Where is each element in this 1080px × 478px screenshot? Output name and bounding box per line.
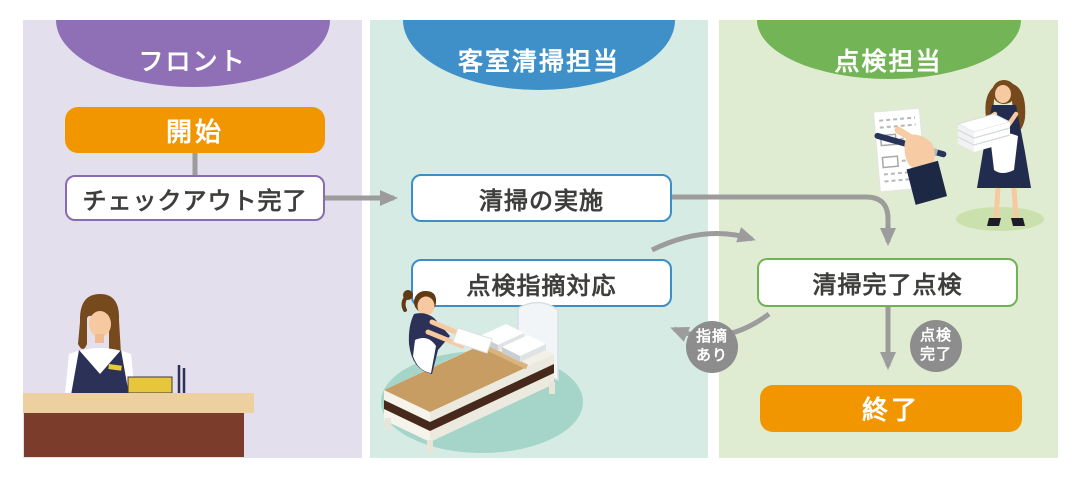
inspector-figure: [956, 80, 1031, 226]
start-node: 開始: [65, 107, 325, 153]
housekeeper-figure: [401, 290, 493, 374]
do-cleaning-node: 清掃の実施: [411, 174, 672, 222]
edge-label-issue-found-line1: 指摘: [695, 328, 728, 346]
bed: [384, 301, 559, 453]
checkout-complete-node: チェックアウト完了: [65, 175, 325, 221]
lane-inspection-title: 点検担当: [834, 48, 943, 76]
edge-label-issue-found: 指摘 あり: [686, 321, 738, 373]
edge-label-inspection-complete: 点検 完了: [910, 320, 962, 372]
edge-label-inspection-complete-line1: 点検: [919, 327, 952, 345]
inspector-illustration: [872, 80, 1044, 231]
towel-stack: [956, 113, 1012, 152]
lane-front-title: フロント: [138, 48, 247, 76]
housekeeper-bed-illustration: [381, 290, 583, 453]
end-node: 終了: [760, 385, 1022, 432]
final-inspection-node: 清掃完了点検: [757, 258, 1018, 307]
edge-label-issue-found-line2: あり: [695, 347, 728, 364]
receptionist-illustration: [23, 294, 254, 457]
lane-room-cleaning-title: 客室清掃担当: [457, 48, 620, 76]
edge-label-inspection-complete-line2: 完了: [919, 346, 952, 363]
checklist-and-hand: [872, 107, 948, 205]
receptionist-figure: [65, 294, 135, 395]
front-desk: [23, 365, 254, 457]
